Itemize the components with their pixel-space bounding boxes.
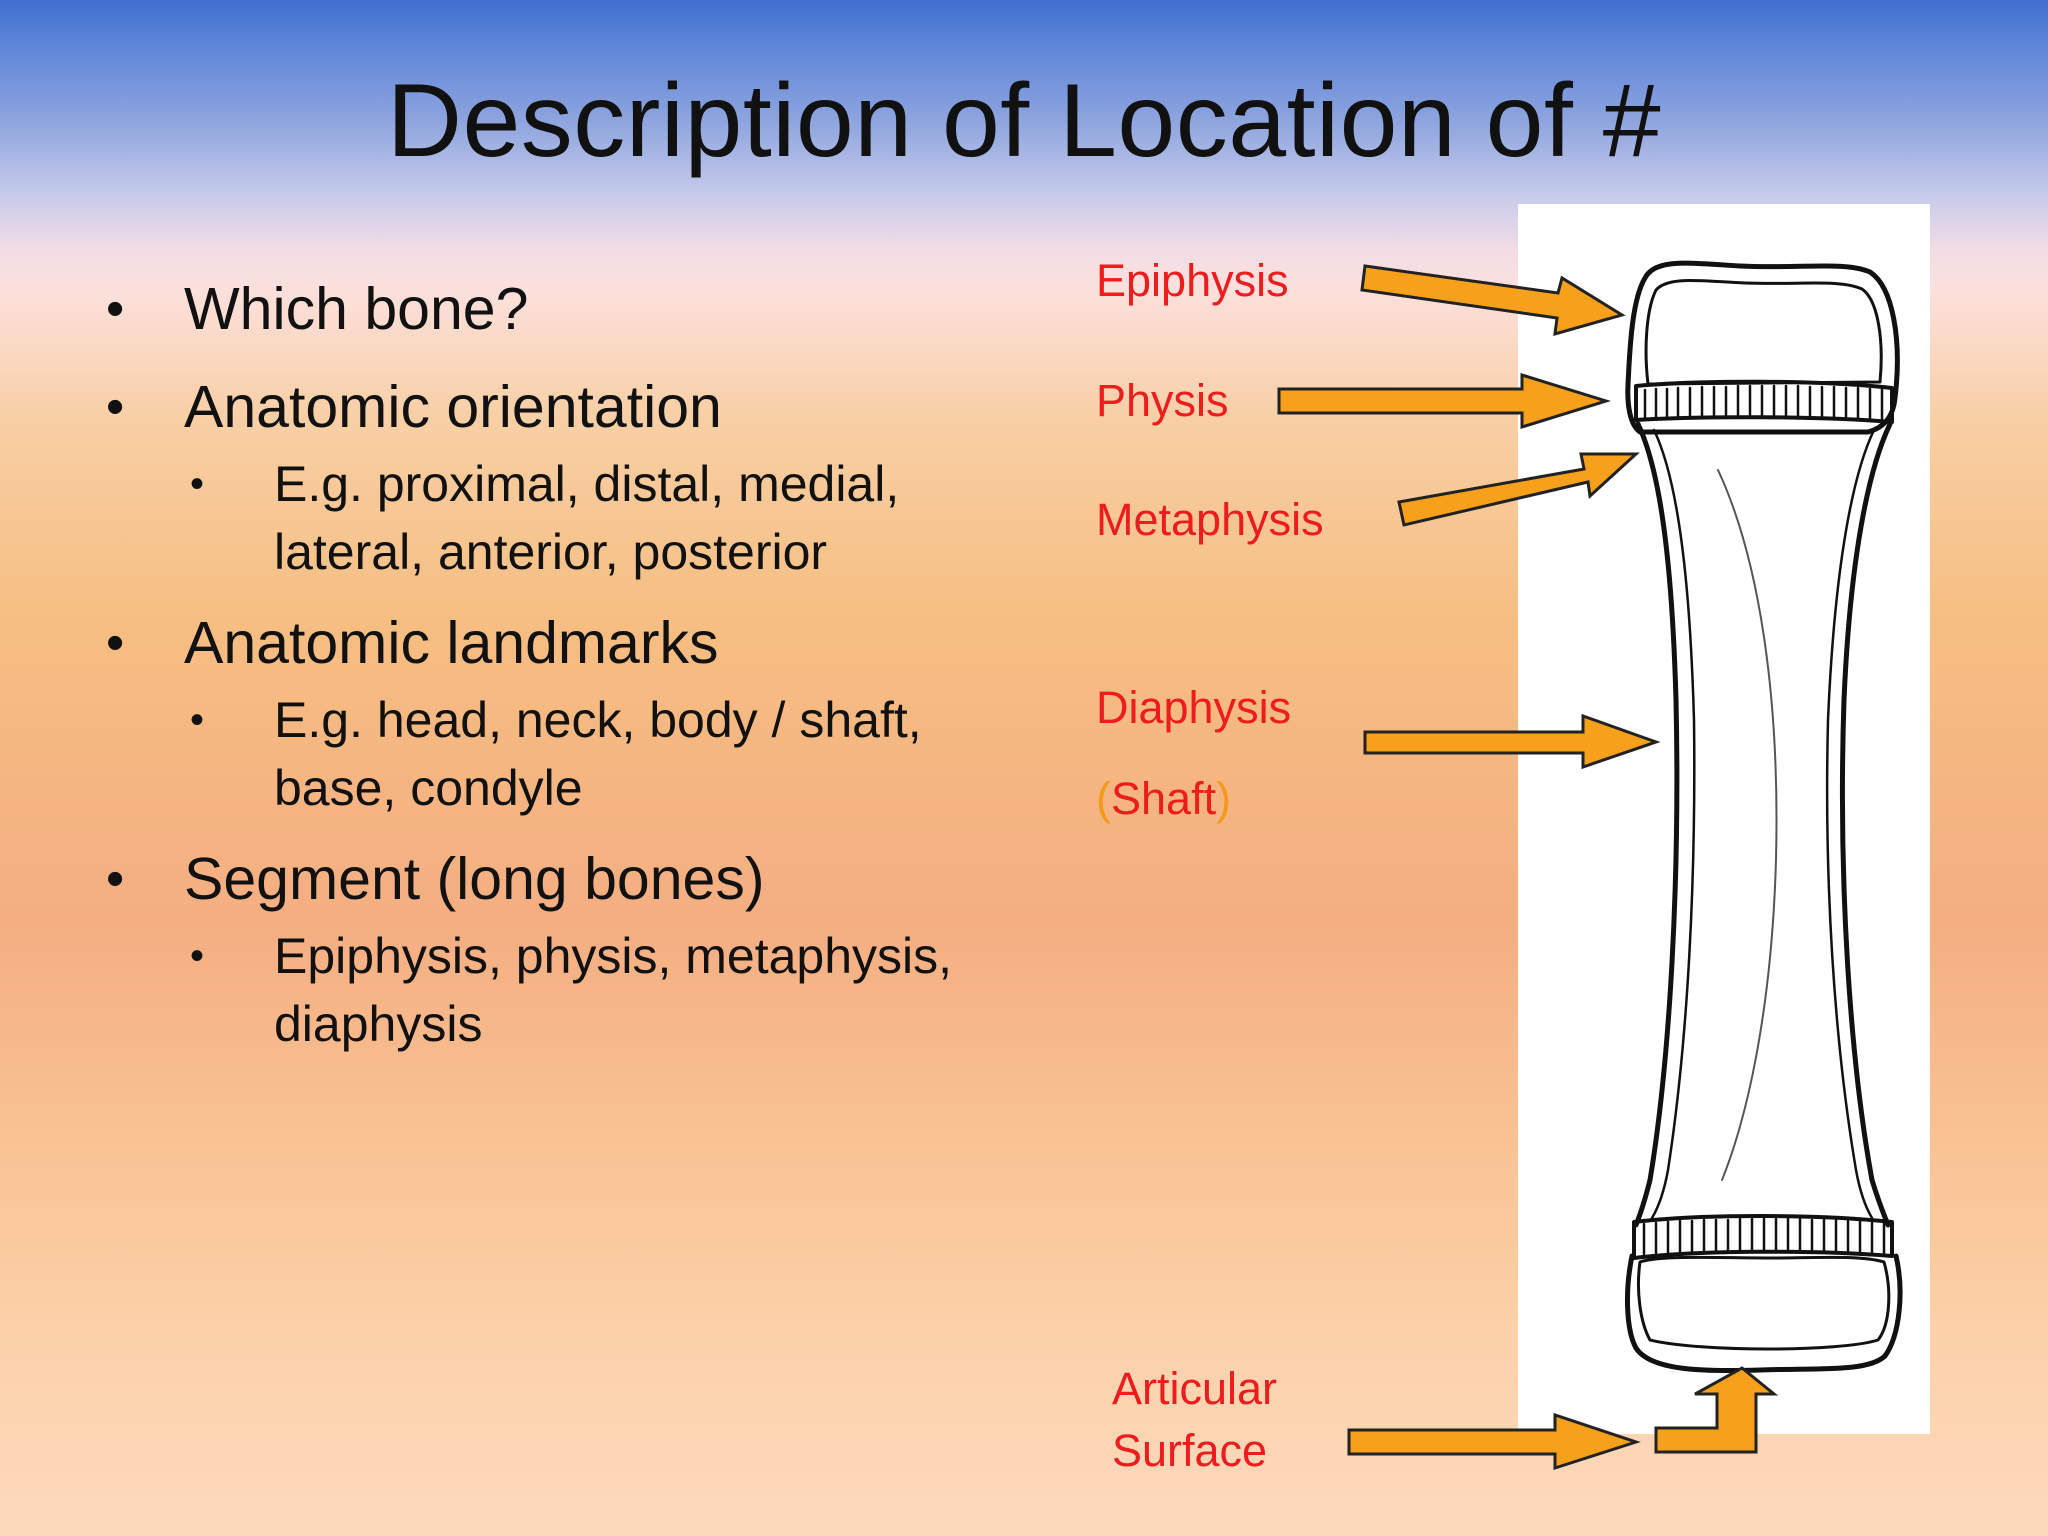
- articular-surface-arrow: [1347, 1412, 1641, 1471]
- lower-physis-band: [1632, 1214, 1894, 1260]
- bullet-text: Anatomic landmarks: [184, 610, 719, 676]
- bullet-item-which-bone: • Which bone?: [100, 268, 1000, 350]
- upper-physis-band: [1634, 379, 1894, 424]
- long-bone-illustration: [1625, 260, 1903, 1374]
- shaft-close-paren: ): [1216, 773, 1232, 824]
- bullet-text: Anatomic orientation: [184, 374, 722, 440]
- shaft-right-outline: [1839, 421, 1893, 1228]
- sub-bullet-text: Epiphysis, physis, metaphysis, diaphysis: [274, 928, 953, 1052]
- bullet-item-segment: • Segment (long bones): [100, 838, 1000, 920]
- shaft-text: Shaft: [1111, 773, 1217, 824]
- epiphysis-arrow: [1360, 264, 1626, 337]
- shaft-medullary-line: [1717, 469, 1778, 1181]
- shaft-open-paren: (: [1096, 773, 1111, 824]
- physis-arrow: [1277, 372, 1612, 430]
- bullet-dot: •: [106, 280, 125, 338]
- bullet-text: Which bone?: [184, 276, 529, 342]
- sub-bullet-item-landmark-examples: • E.g. head, neck, body / shaft, base, c…: [184, 686, 1000, 822]
- shaft-left-outline: [1633, 421, 1680, 1228]
- diaphysis-arrow: [1363, 713, 1661, 770]
- shaft-right-cortex: [1825, 428, 1876, 1220]
- bone-illustration-panel: [1518, 204, 1930, 1434]
- sub-bullet-item-segment-examples: • Epiphysis, physis, metaphysis, diaphys…: [184, 922, 1000, 1058]
- upper-epiphysis-outline: [1625, 260, 1900, 435]
- sub-bullet-dot: •: [190, 934, 205, 978]
- lower-epiphysis-inner-outline: [1637, 1255, 1891, 1351]
- label-diaphysis: Diaphysis: [1096, 682, 1292, 733]
- bullet-text: Segment (long bones): [184, 846, 765, 912]
- lower-epiphysis-outline: [1625, 1253, 1903, 1374]
- sub-bullet-text: E.g. proximal, distal, medial, lateral, …: [274, 456, 900, 580]
- label-shaft: (Shaft): [1096, 771, 1231, 827]
- upper-epiphysis-inner-outline: [1644, 279, 1883, 386]
- slide-title: Description of Location of #: [386, 63, 1662, 179]
- bullet-dot: •: [106, 614, 125, 672]
- label-epiphysis: Epiphysis: [1096, 255, 1289, 306]
- sub-bullet-dot: •: [190, 462, 205, 506]
- metaphysis-arrow: [1397, 452, 1640, 527]
- label-articular: Articular: [1112, 1363, 1278, 1414]
- bullet-dot: •: [106, 378, 125, 436]
- articular-surface-elbow-arrow: [1654, 1366, 1779, 1454]
- label-arrows: [1277, 264, 1779, 1471]
- lower-physis-hatching: [1642, 1217, 1886, 1256]
- label-surface: Surface: [1112, 1425, 1268, 1476]
- label-metaphysis: Metaphysis: [1096, 494, 1324, 545]
- upper-physis-hatching: [1643, 384, 1884, 422]
- sub-bullet-item-orientation-examples: • E.g. proximal, distal, medial, lateral…: [184, 450, 1000, 586]
- sub-bullet-text: E.g. head, neck, body / shaft, base, con…: [274, 692, 922, 816]
- bullet-dot: •: [106, 850, 125, 908]
- bullet-item-anatomic-orientation: • Anatomic orientation: [100, 366, 1000, 448]
- bullet-item-anatomic-landmarks: • Anatomic landmarks: [100, 602, 1000, 684]
- sub-bullet-dot: •: [190, 698, 205, 742]
- shaft-left-cortex: [1650, 428, 1696, 1220]
- bullet-list: • Which bone? • Anatomic orientation • E…: [100, 268, 1000, 1074]
- label-physis: Physis: [1096, 375, 1229, 426]
